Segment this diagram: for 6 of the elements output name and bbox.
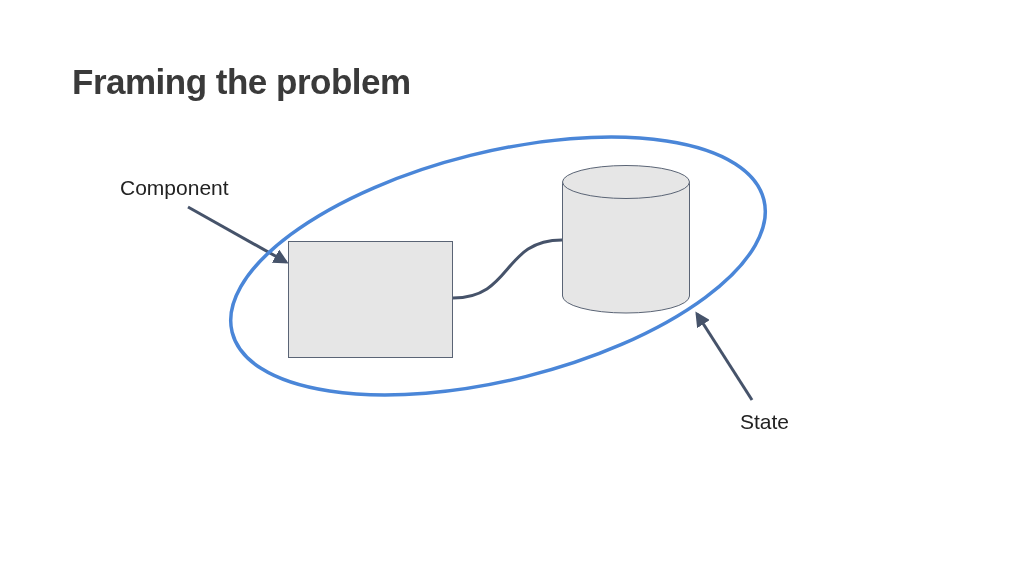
callout-label: Component [120, 176, 229, 200]
callout-label: State [740, 410, 790, 434]
slide-title: Framing the problem [72, 62, 411, 102]
arrow [695, 311, 754, 401]
connector-line [452, 238, 563, 300]
arrow [187, 205, 289, 264]
